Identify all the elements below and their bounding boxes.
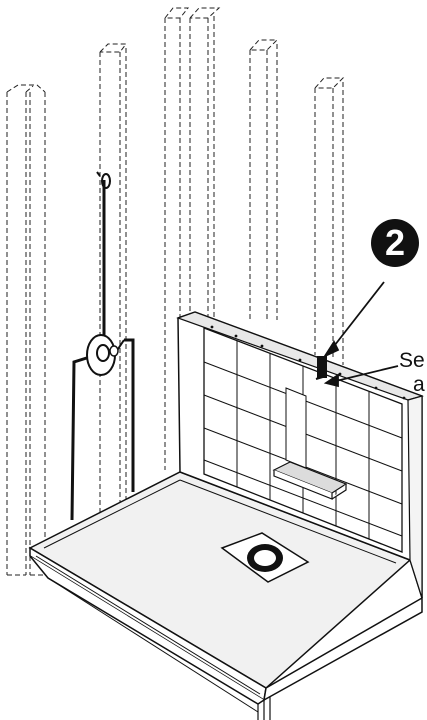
- shower-base: [28, 471, 423, 720]
- drain-icon: [220, 532, 310, 583]
- stud-4: [249, 39, 279, 320]
- stud-left: [6, 84, 46, 576]
- leader-lines: [322, 281, 399, 388]
- plumbing: [70, 171, 135, 521]
- stud-center: [164, 7, 221, 470]
- step-number-badge: 2: [371, 219, 419, 267]
- stud-5: [314, 77, 345, 365]
- wall-studs: [6, 7, 345, 576]
- callout-label-line2: a: [413, 373, 425, 396]
- soap-shelf: [272, 387, 348, 500]
- callout-label-line1: Se: [399, 349, 425, 372]
- shower-head-ring: [101, 173, 111, 189]
- stud-2: [99, 43, 127, 560]
- shower-valve-icon: [86, 334, 119, 376]
- supply-line-left: [70, 354, 94, 521]
- wall-bracket: [315, 356, 327, 380]
- tile-wall-panel: [176, 311, 424, 599]
- supply-line-right: [124, 338, 135, 492]
